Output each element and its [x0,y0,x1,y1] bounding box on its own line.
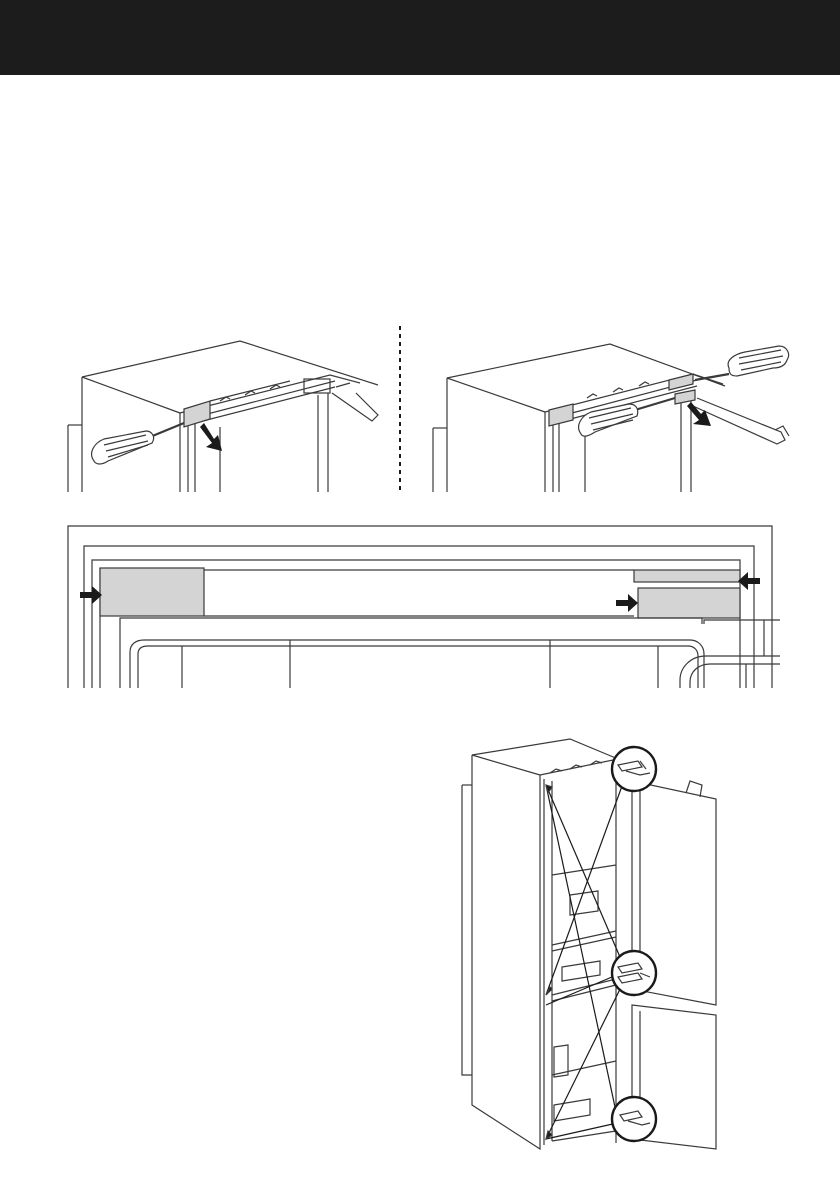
push-arrow-icon [80,586,102,604]
hinge-highlight-circle-icon [612,951,656,995]
hinge-highlight-circle-icon [612,1097,656,1141]
figure-divider [398,326,402,492]
figure-fridge-hinge-overview [450,735,730,1155]
push-arrow-icon [616,594,638,612]
pull-arrow-icon [200,423,222,451]
screwdriver-icon [695,346,789,380]
hinge-highlight-circle-icon [612,747,656,791]
figure-remove-left-cover [60,335,400,495]
figure-cover-detail [60,520,780,692]
screwdriver-icon [92,423,184,464]
push-arrow-icon [738,572,760,590]
page-header-bar [0,0,840,75]
figure-remove-right-covers [425,340,795,495]
